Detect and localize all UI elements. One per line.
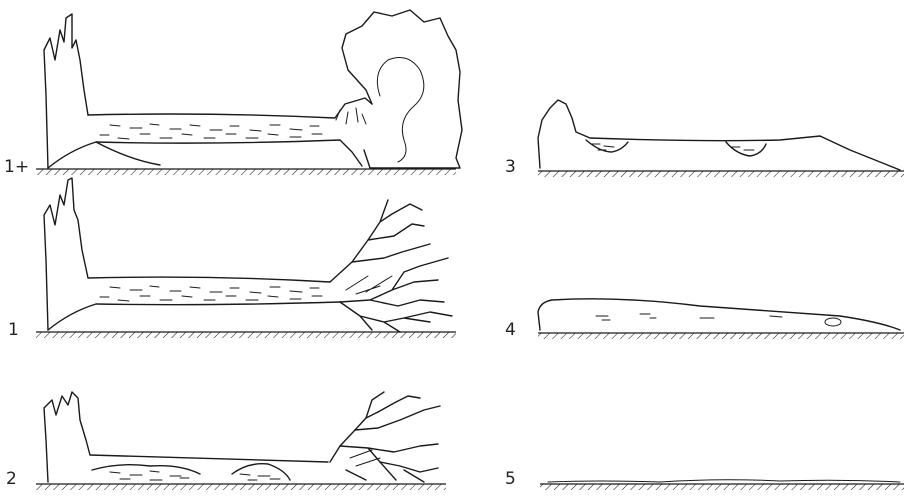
branches-2 — [340, 392, 440, 482]
branches-1 — [330, 200, 452, 332]
ground-4 — [538, 333, 904, 339]
panel-label-4: 4 — [505, 320, 516, 340]
panel-label-5: 5 — [505, 469, 516, 489]
panel-1: 1 — [8, 178, 456, 340]
log-texture-4 — [596, 314, 841, 326]
panel-5: 5 — [505, 469, 904, 490]
panel-label-1: 1 — [8, 320, 19, 340]
panel-4: 4 — [505, 299, 904, 340]
panel-label-3: 3 — [505, 157, 516, 177]
ground-1plus — [36, 169, 456, 175]
panel-1plus: 1+ — [4, 10, 462, 177]
ground-1 — [36, 332, 456, 338]
ground-5 — [540, 484, 904, 490]
panel-label-1plus: 1+ — [4, 157, 29, 177]
ground-2 — [36, 484, 446, 490]
panel-3: 3 — [505, 100, 904, 177]
log-texture-3 — [592, 144, 754, 150]
panel-label-2: 2 — [6, 469, 17, 489]
log-texture-1plus — [100, 108, 366, 139]
log-texture-1 — [100, 286, 322, 301]
ground-3 — [538, 171, 904, 177]
panel-2: 2 — [6, 392, 446, 490]
